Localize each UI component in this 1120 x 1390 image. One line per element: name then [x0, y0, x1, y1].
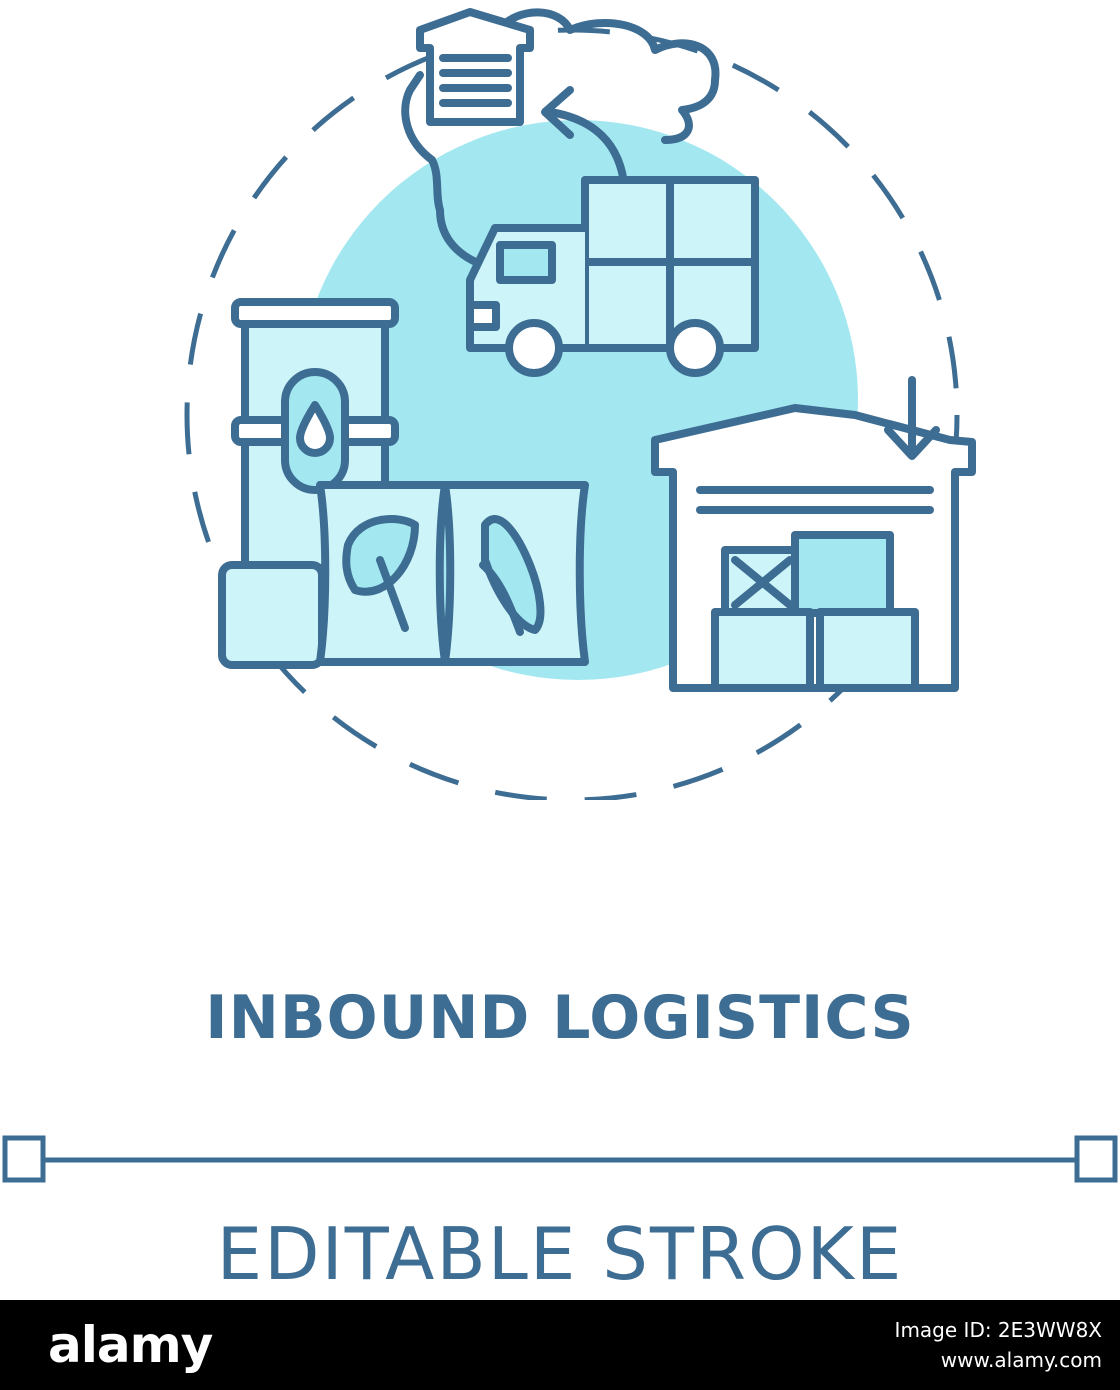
stroke-handle-left — [2, 1135, 46, 1183]
storage-warehouse-icon — [651, 376, 976, 692]
editable-stroke-line — [2, 1135, 1118, 1183]
down-arrow-icon — [884, 376, 940, 460]
stroke-handle-right — [1074, 1135, 1118, 1183]
footer-bar: alamy Image ID: 2E3WW8X www.alamy.com — [0, 1300, 1120, 1390]
brand-logo: alamy — [48, 1316, 213, 1374]
title: INBOUND LOGISTICS — [205, 983, 915, 1053]
truck-icon — [466, 176, 759, 377]
warehouse-icon — [416, 8, 534, 126]
site-url: www.alamy.com — [940, 1348, 1102, 1372]
editable-stroke-label: EDITABLE STROKE — [216, 1212, 904, 1296]
leaf-sack-icon — [316, 481, 449, 666]
smoke-cloud-icon — [401, 8, 720, 274]
corn-sack-icon — [441, 481, 589, 666]
image-id: Image ID: 2E3WW8X — [894, 1318, 1102, 1342]
inbound-logistics-illustration — [184, 8, 976, 800]
leaf-icon — [342, 515, 419, 596]
oil-drop-icon — [296, 401, 334, 457]
